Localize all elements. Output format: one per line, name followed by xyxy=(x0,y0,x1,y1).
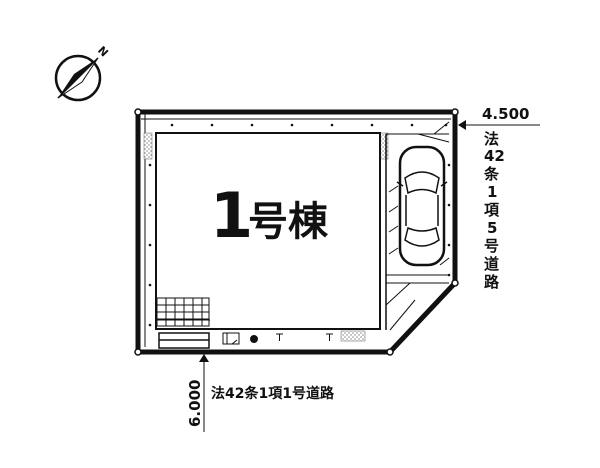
north-label: N xyxy=(95,44,111,60)
building-footprint: 1 号棟 xyxy=(155,132,381,330)
building-number: 1 xyxy=(210,179,253,252)
parking-area xyxy=(385,121,450,331)
south-road-width: 6.000 xyxy=(186,380,204,427)
east-road-marker: 4.500 xyxy=(458,105,540,130)
north-arrow-icon: N xyxy=(54,44,111,102)
fence-line xyxy=(141,114,451,347)
east-road-width: 4.500 xyxy=(482,105,529,123)
east-road-char: 道 xyxy=(484,255,499,273)
east-road-char: 条 xyxy=(483,165,500,183)
east-road-char: 5 xyxy=(487,219,497,237)
entrance-tiles xyxy=(156,297,210,327)
east-road-char: 項 xyxy=(484,201,500,219)
site-fixtures xyxy=(222,330,366,345)
east-road-char: 号 xyxy=(484,237,499,255)
car-icon xyxy=(396,145,448,267)
building-label: 号棟 xyxy=(248,199,329,245)
east-road-char: 路 xyxy=(484,273,500,291)
lot-boundary xyxy=(134,108,459,356)
entrance-steps xyxy=(158,332,210,349)
east-road-char: 1 xyxy=(487,183,497,201)
east-road-char: 法 xyxy=(484,130,499,148)
east-road-char: 42 xyxy=(484,147,505,165)
south-road-name: 法42条1項1号道路 xyxy=(211,385,335,402)
south-road-marker: 6.000 法42条1項1号道路 xyxy=(186,354,335,432)
east-road-name: 法 42 条 1 項 5 号 道 路 xyxy=(483,130,505,291)
